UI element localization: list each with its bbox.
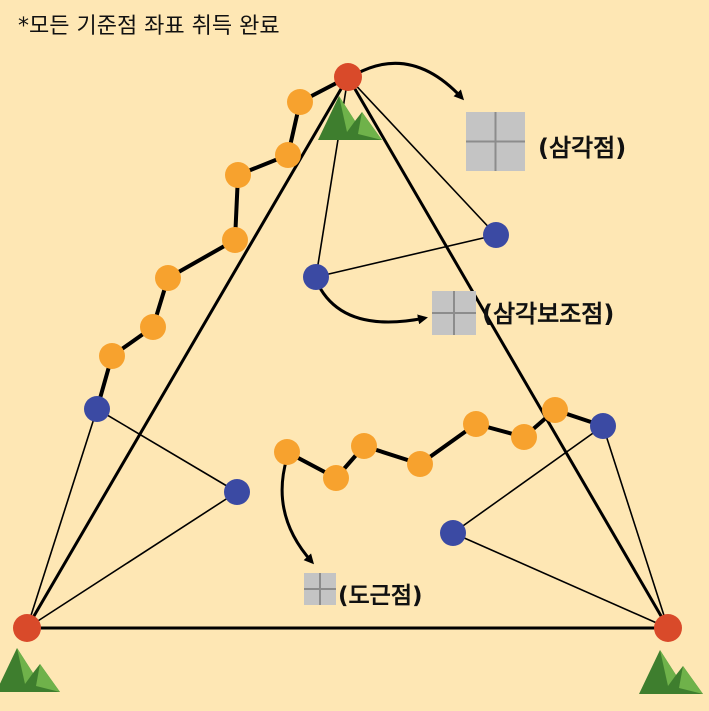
auxiliary-point	[84, 396, 110, 422]
triangulation-point-label: (삼각점)	[538, 134, 627, 162]
traverse-point	[351, 433, 377, 459]
auxiliary-point	[483, 222, 509, 248]
traverse-point	[155, 265, 181, 291]
triangulation-network	[25, 76, 670, 630]
auxiliary-point	[590, 413, 616, 439]
traverse-point	[225, 162, 251, 188]
mountain-icon	[639, 650, 703, 694]
sight-line	[452, 425, 604, 534]
triangulation-point	[13, 614, 41, 642]
sight-line	[26, 491, 238, 629]
curved-arrow-icon	[280, 457, 314, 565]
traverse-point	[274, 439, 300, 465]
pointer-arrows	[280, 61, 465, 565]
sight-line	[347, 76, 497, 236]
traverse-point	[407, 451, 433, 477]
traverse-point	[542, 397, 568, 423]
sight-line	[452, 532, 669, 629]
diagram-title: *모든 기준점 좌표 취득 완료	[18, 14, 280, 39]
auxiliary-point	[224, 479, 250, 505]
mountain-icon	[318, 96, 382, 140]
traverse-point	[511, 424, 537, 450]
sight-line	[315, 234, 497, 278]
traverse-point	[463, 411, 489, 437]
sight-line	[26, 408, 98, 629]
auxiliary-point	[440, 520, 466, 546]
triangulation-point	[654, 614, 682, 642]
sight-line	[602, 425, 669, 629]
sight-line	[96, 408, 238, 493]
survey-marker-icon	[304, 573, 336, 605]
traverse-point	[222, 227, 248, 253]
traverse-point	[275, 142, 301, 168]
traverse-point	[287, 89, 313, 115]
triangulation-point	[334, 63, 362, 91]
curved-arrow-icon	[314, 279, 428, 325]
survey-marker-icon	[466, 112, 525, 171]
mountain-icon	[0, 648, 60, 692]
survey-marker-icon	[432, 291, 476, 335]
traverse-point-label: (도근점)	[338, 583, 423, 609]
triangle-edge-right	[346, 76, 670, 629]
triangulation-points	[13, 63, 682, 642]
auxiliary-points	[84, 222, 616, 546]
traverse-point	[99, 343, 125, 369]
auxiliary-sight-lines	[26, 76, 669, 629]
curved-arrow-icon	[355, 61, 465, 101]
traverse-points	[99, 89, 568, 491]
traverse-point	[140, 314, 166, 340]
auxiliary-point-label: (삼각보조점)	[482, 300, 615, 328]
triangle-edge-left	[25, 76, 350, 629]
traverse-point	[323, 465, 349, 491]
auxiliary-point	[303, 264, 329, 290]
